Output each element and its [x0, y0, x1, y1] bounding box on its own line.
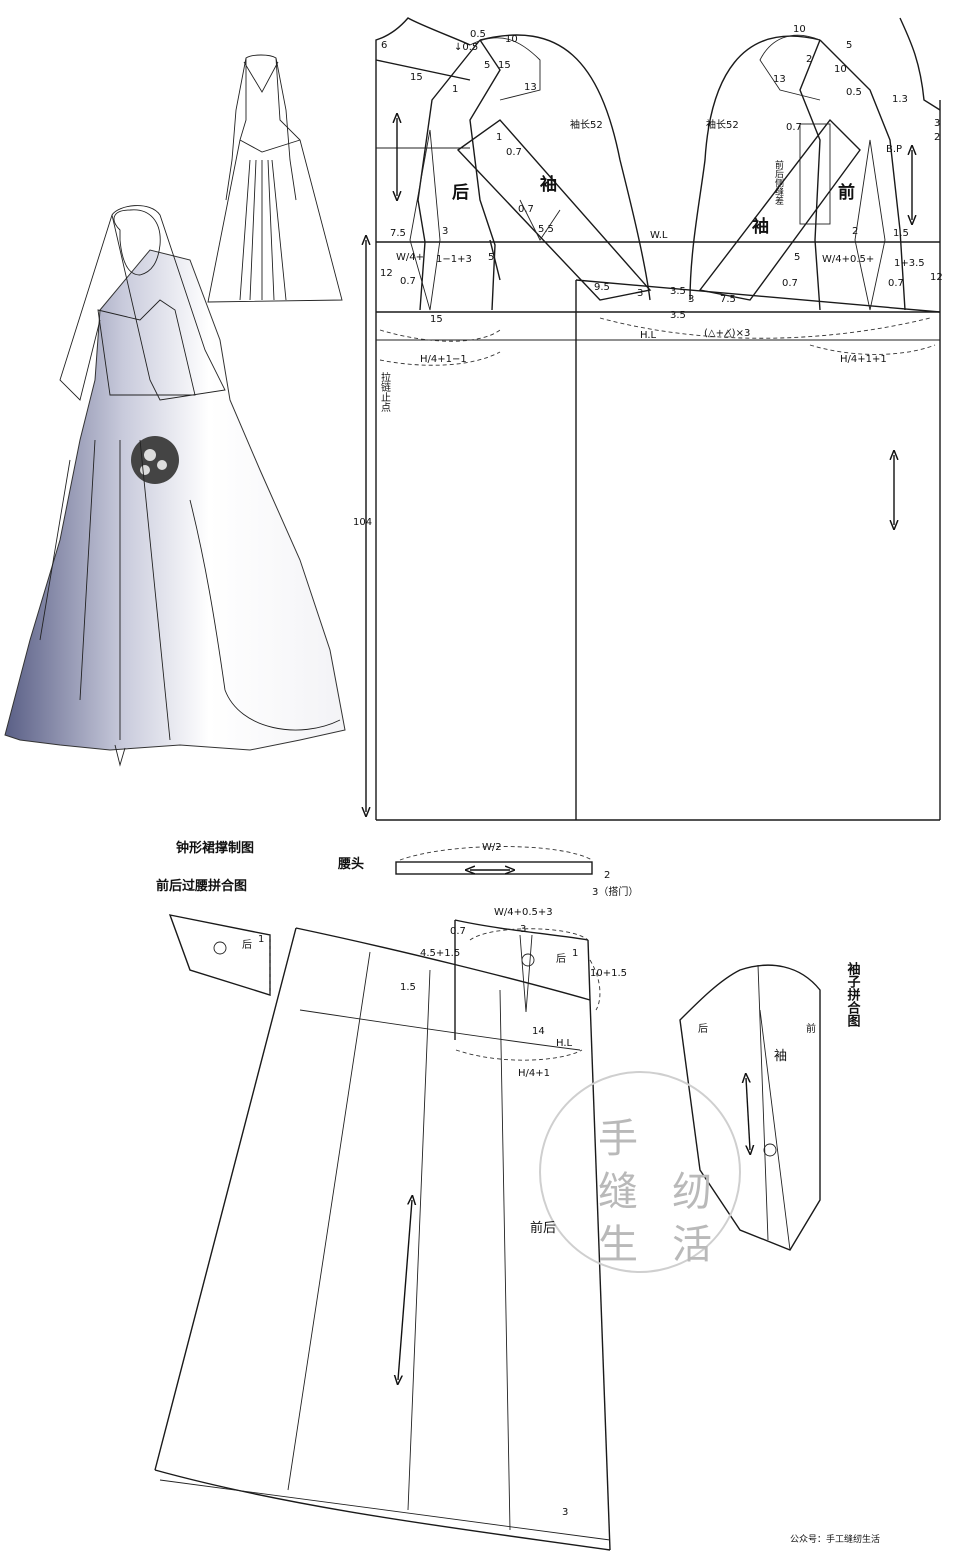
label-05b: ↓0.5 — [454, 42, 478, 53]
label-10-left: 10 — [505, 34, 518, 45]
label-05-right: 0.5 — [846, 87, 862, 98]
hip-left-formula: H/4+1−1 — [420, 354, 467, 365]
label-07-right: 0.7 — [786, 122, 802, 133]
hip-right-formula: H/4+1+1 — [840, 354, 887, 365]
label-05a: 0.5 — [470, 29, 486, 40]
zipper-stop: 拉链止点 — [379, 371, 391, 413]
label-55: 5.5 — [538, 224, 554, 235]
top-pattern-labels: 6 15 0.5 ↓0.5 10 5 15 13 1 袖长52 袖长52 0.7… — [353, 24, 943, 528]
front-back-merge-title: 前后过腰拼合图 — [156, 878, 247, 894]
sleeve-back-label: 后 — [698, 1023, 708, 1035]
label-6: 6 — [381, 40, 387, 51]
bodice-pattern — [366, 17, 941, 821]
watermark-char-5: 活 — [672, 1222, 712, 1268]
label-45: 4.5+1.5 — [420, 948, 460, 959]
side-seam-difference: 前后侧缝差 — [773, 159, 784, 205]
overlap-label: 3（搭门） — [592, 885, 638, 898]
waist-line-label: W.L — [650, 230, 668, 241]
waist-formula-right: W/4+0.5+ — [822, 254, 874, 265]
label-75-mid: 7.5 — [720, 294, 736, 305]
label-07-left: 0.7 — [506, 147, 522, 158]
back-piece-label: 后 — [452, 183, 469, 203]
label-5-left: 5 — [484, 60, 490, 71]
label-104: 104 — [353, 517, 372, 528]
bell-skirt-title: 钟形裙撑制图 — [176, 840, 254, 856]
label-15: 15 — [410, 72, 423, 83]
label-13-left: 13 — [524, 82, 537, 93]
label-1-left: 1 — [452, 84, 458, 95]
formula-1p35: 1+3.5 — [894, 258, 925, 269]
label-2b-right: 2 — [934, 132, 940, 143]
front-back-label: 前后 — [530, 1220, 556, 1236]
watermark-char-3: 生 — [598, 1222, 638, 1268]
waistband-label: 腰头 — [337, 856, 364, 872]
label-15-left: 15 — [498, 60, 511, 71]
label-35b: 3.5 — [670, 310, 686, 321]
bust-point-label: B.P — [886, 144, 902, 155]
sleeve-length-left: 袖长52 — [570, 118, 603, 131]
back-b-label: 后 — [556, 953, 566, 965]
label-13b-right: 1.3 — [892, 94, 908, 105]
sleeve-label: 袖 — [774, 1049, 787, 1064]
label-1-arrow: 1 — [496, 132, 502, 143]
sleeve-left-label: 袖 — [540, 174, 557, 195]
label-5-left2: 5 — [488, 252, 494, 263]
sleeve-right-label: 袖 — [752, 216, 769, 237]
label-3-mid: 3 — [637, 288, 643, 299]
label-10-right2: 10 — [834, 64, 847, 75]
label-12-left: 12 — [380, 268, 393, 279]
hip-line-label: H.L — [640, 330, 657, 341]
label-35a: 3.5 — [670, 286, 686, 297]
watermark-char-2: 缝 — [598, 1169, 638, 1215]
credit-text: 公众号：手工缝纫生活 — [790, 1533, 880, 1545]
sleeve-merge-title: 袖子拼合图 — [845, 961, 861, 1028]
label-07-dart: 0.7 — [518, 204, 534, 215]
label-3-mid2: 3 — [688, 294, 694, 305]
hip-line-b: H.L — [556, 1038, 573, 1049]
sleeve-front-label: 前 — [806, 1022, 816, 1035]
watermark-char-1: 手 — [598, 1116, 638, 1162]
small-back-label: 后 — [242, 939, 252, 951]
label-12-right: 12 — [930, 272, 943, 283]
label-3-right: 3 — [934, 118, 940, 129]
dress-sketch-small — [207, 54, 343, 303]
bottom-pattern-labels: 钟形裙撑制图 前后过腰拼合图 腰头 W/2 2 3（搭门） 后 1 W/4+0.… — [156, 840, 880, 1545]
hem-3-label: 3 — [562, 1507, 568, 1518]
label-75-left: 7.5 — [390, 228, 406, 239]
watermark-char-4: 纫 — [672, 1169, 712, 1215]
label-3-b: 3 — [520, 924, 526, 935]
label-95: 9.5 — [594, 282, 610, 293]
skirt-pattern — [154, 846, 821, 1551]
label-2-right2: 2 — [852, 226, 858, 237]
label-15-right: 1.5 — [893, 228, 909, 239]
formula-1m1p3: 1−1+3 — [436, 254, 472, 265]
sleeve-length-right: 袖长52 — [706, 118, 739, 131]
front-piece-label: 前 — [838, 182, 855, 203]
small-back-1: 1 — [258, 934, 264, 945]
label-1015: 10+1.5 — [590, 968, 627, 979]
label-2-right: 2 — [806, 54, 812, 65]
front-waist-formula: W/4+0.5+3 — [494, 907, 553, 918]
label-1-b: 1 — [572, 948, 578, 959]
label-07-mid: 0.7 — [782, 278, 798, 289]
label-5-right2: 5 — [794, 252, 800, 263]
label-14: 14 — [532, 1026, 545, 1037]
label-15-b: 1.5 — [400, 982, 416, 993]
label-15-bottom: 15 — [430, 314, 443, 325]
waist-formula-left: W/4+ — [396, 252, 424, 263]
label-10-right: 10 — [793, 24, 806, 35]
label-5-right: 5 — [846, 40, 852, 51]
waistband-formula: W/2 — [482, 842, 502, 853]
label-07-left2: 0.7 — [400, 276, 416, 287]
waistband-2: 2 — [604, 870, 610, 881]
label-07-b: 0.7 — [450, 926, 466, 937]
label-3-left: 3 — [442, 226, 448, 237]
hip-formula: (△+△̸)×3 — [704, 327, 750, 339]
hip-formula-b: H/4+1 — [518, 1068, 550, 1079]
label-07-right2: 0.7 — [888, 278, 904, 289]
label-13-right: 13 — [773, 74, 786, 85]
bride-illustration — [4, 205, 346, 767]
watermark-seal: 手 缝 生 纫 活 — [539, 1071, 741, 1273]
